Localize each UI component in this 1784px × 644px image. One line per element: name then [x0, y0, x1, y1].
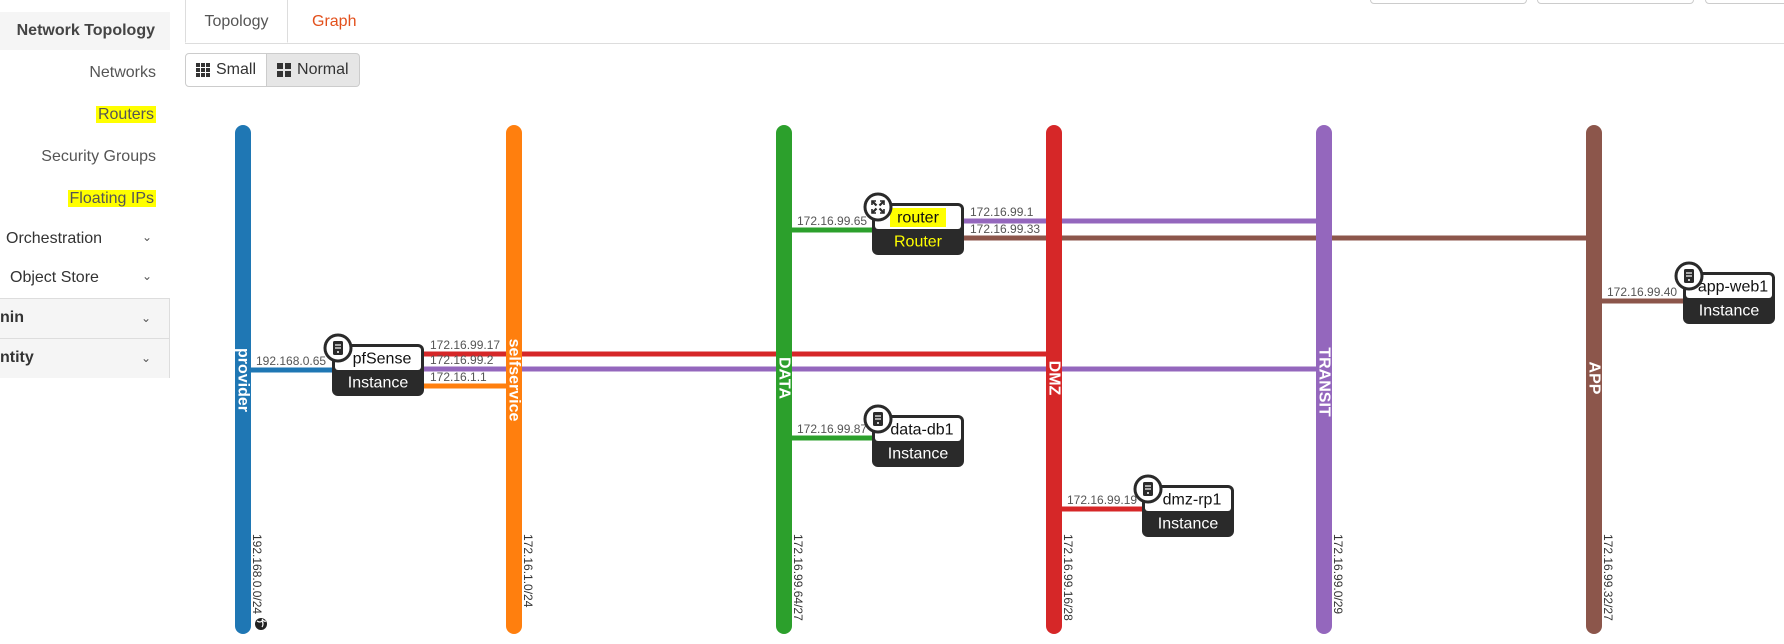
- port-ip-label: 172.16.99.2: [430, 353, 494, 367]
- device-name: app-web1: [1698, 279, 1768, 296]
- globe-icon: [255, 618, 267, 630]
- network-bar-provider[interactable]: [235, 125, 251, 634]
- network-cidr: 172.16.1.0/24: [521, 534, 535, 608]
- server-icon: [1674, 261, 1704, 291]
- device-type: Instance: [1699, 303, 1760, 320]
- server-icon: [1133, 474, 1163, 504]
- normal-size-label: Normal: [297, 61, 349, 78]
- sidebar-section-label: ntity: [0, 349, 34, 366]
- sidebar-item-label: Security Groups: [41, 148, 156, 165]
- network-cidr: 172.16.99.0/29: [1331, 534, 1345, 614]
- port-ip-label: 172.16.99.33: [970, 222, 1040, 236]
- network-cidr: 192.168.0.0/24: [250, 534, 264, 614]
- device-name: data-db1: [890, 422, 953, 439]
- tab-topology[interactable]: Topology: [185, 0, 288, 43]
- sidebar-title[interactable]: Network Topology: [0, 12, 170, 50]
- network-bar-data[interactable]: [776, 125, 792, 634]
- device-name: dmz-rp1: [1163, 492, 1222, 509]
- size-toggle-group: Small Normal: [185, 53, 360, 87]
- chevron-down-icon: ⌄: [140, 351, 151, 365]
- small-size-label: Small: [216, 61, 257, 78]
- device-name: router: [897, 210, 939, 227]
- device-type: Instance: [348, 375, 409, 392]
- network-cidr: 172.16.99.64/27: [791, 534, 805, 621]
- network-name: DATA: [776, 357, 793, 400]
- network-name: APP: [1586, 362, 1603, 395]
- network-bar-app[interactable]: [1586, 125, 1602, 634]
- device-type: Instance: [888, 446, 949, 463]
- sidebar-item-security-groups[interactable]: Security Groups: [41, 148, 156, 166]
- sidebar: Network Topology Networks Routers Securi…: [0, 0, 170, 644]
- sidebar-item-networks[interactable]: Networks: [89, 64, 156, 82]
- port-ip-label: 172.16.99.87: [797, 422, 867, 436]
- chevron-down-icon: ⌄: [140, 311, 151, 325]
- port-ip-label: 172.16.1.1: [430, 370, 487, 384]
- port-ip-label: 172.16.99.19: [1067, 493, 1137, 507]
- router-icon: [863, 192, 893, 222]
- network-cidr: 172.16.99.16/28: [1061, 534, 1075, 621]
- port-ip-label: 172.16.99.17: [430, 338, 500, 352]
- network-name: TRANSIT: [1316, 347, 1333, 417]
- chevron-down-icon: ⌄: [141, 269, 152, 283]
- network-name: provider: [235, 348, 252, 412]
- sidebar-group-label: Orchestration: [6, 230, 103, 247]
- sidebar-item-label: Floating IPs: [67, 190, 156, 207]
- device-type: Instance: [1158, 516, 1219, 533]
- port-ip-label: 192.168.0.65: [256, 354, 326, 368]
- network-bar-transit[interactable]: [1316, 125, 1332, 634]
- device-name: pfSense: [353, 351, 412, 368]
- grid-large-icon: [277, 63, 292, 77]
- network-bar-selfservice[interactable]: [506, 125, 522, 634]
- network-name: selfservice: [506, 339, 523, 422]
- device-type: Router: [894, 234, 943, 251]
- tab-bar: Topology Graph: [185, 0, 1784, 44]
- server-icon: [323, 333, 353, 363]
- normal-size-button[interactable]: Normal: [267, 53, 360, 87]
- tab-graph[interactable]: Graph: [312, 13, 357, 30]
- top-action-button[interactable]: [1705, 0, 1784, 4]
- chevron-down-icon: ⌄: [141, 230, 152, 244]
- server-icon: [863, 404, 893, 434]
- sidebar-item-routers[interactable]: Routers: [95, 106, 156, 124]
- port-ip-label: 172.16.99.65: [797, 214, 867, 228]
- sidebar-item-floating-ips[interactable]: Floating IPs: [67, 190, 156, 208]
- sidebar-group-label: Object Store: [10, 269, 99, 286]
- sidebar-item-label: Networks: [89, 64, 156, 81]
- sidebar-section-label: nin: [0, 309, 24, 326]
- sidebar-item-label: Routers: [95, 106, 156, 123]
- grid-small-icon: [196, 63, 210, 77]
- network-bar-dmz[interactable]: [1046, 125, 1062, 634]
- port-ip-label: 172.16.99.40: [1607, 285, 1677, 299]
- small-size-button[interactable]: Small: [185, 53, 268, 87]
- network-cidr: 172.16.99.32/27: [1601, 534, 1615, 621]
- sidebar-section-identity[interactable]: ntity ⌄: [0, 338, 170, 378]
- port-ip-label: 172.16.99.1: [970, 205, 1034, 219]
- network-name: DMZ: [1046, 361, 1063, 396]
- sidebar-section-admin[interactable]: nin ⌄: [0, 298, 170, 338]
